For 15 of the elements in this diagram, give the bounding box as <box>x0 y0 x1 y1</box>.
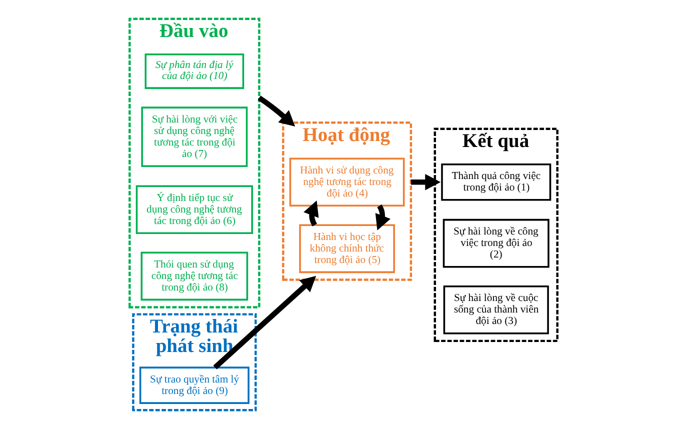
node-box: Sự hài lòng với việc sử dụng công nghệ tương tác trong đội ảo (7) <box>141 106 248 168</box>
arrow <box>258 96 296 126</box>
arrow <box>375 204 391 230</box>
node-box: Ý định tiếp tục sử dụng công nghệ tương tác trong đội ảo (6) <box>136 185 253 234</box>
node-box: Hành vi học tập không chính thức trong đội ảo (5) <box>299 224 395 274</box>
arrow <box>213 276 316 370</box>
node-box: Thành quả công việc trong đội ảo (1) <box>441 163 552 201</box>
node-box: Sự hài lòng về công việc trong đội ảo (2) <box>442 218 550 268</box>
arrow <box>410 174 441 190</box>
node-box: Sự hài lòng về cuộc sống của thành viên đội ảo (3) <box>443 285 549 334</box>
node-box: Sự trao quyền tâm lý trong đội ảo (9) <box>139 366 250 404</box>
node-box: Hành vi sử dụng công nghệ tương tác trong đội ảo (4) <box>289 158 405 207</box>
node-box: Thói quen sử dụng công nghệ tương tác trong đội ảo (8) <box>140 252 248 301</box>
node-box: Sự phân tán địa lý của đội ảo (10) <box>144 53 244 89</box>
arrow <box>304 200 319 226</box>
